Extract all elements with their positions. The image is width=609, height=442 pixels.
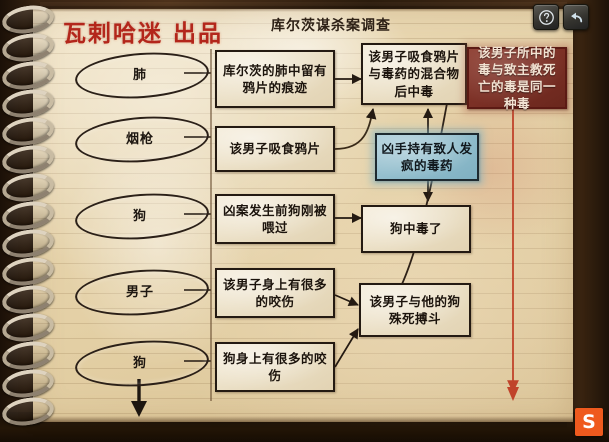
- help-button[interactable]: [533, 4, 559, 30]
- page-edge-bottom: [33, 416, 573, 422]
- evidence-oval-dog-2[interactable]: 狗: [73, 336, 211, 391]
- evidence-oval-label: 狗: [132, 209, 147, 224]
- deduction-note-man-fought-dog[interactable]: 该男子与他的狗殊死搏斗: [359, 283, 471, 337]
- clue-note-dog-was-fed[interactable]: 凶案发生前狗刚被喂过: [215, 194, 335, 244]
- binder-ring: [0, 366, 56, 401]
- conclusion-note-same-poison[interactable]: 该男子所中的毒与致主教死亡的毒是同一种毒: [467, 45, 567, 111]
- desk-shadow-right: [567, 0, 609, 442]
- binder-ring: [0, 170, 56, 205]
- page-edge-top: [33, 9, 573, 12]
- binder-ring: [0, 142, 56, 177]
- evidence-oval-label: 狗: [132, 356, 147, 371]
- clue-note-lung-opium[interactable]: 库尔茨的肺中留有鸦片的痕迹: [215, 50, 335, 108]
- clue-note-man-bite-wounds[interactable]: 该男子身上有很多的咬伤: [215, 268, 335, 318]
- back-button[interactable]: [563, 4, 589, 30]
- evidence-oval-opium-pipe[interactable]: 烟枪: [73, 112, 211, 167]
- sogou-logo-watermark: S: [575, 408, 603, 436]
- evidence-oval-dog-1[interactable]: 狗: [73, 189, 211, 244]
- evidence-oval-label: 男子: [125, 285, 154, 300]
- binder-ring: [0, 226, 56, 261]
- page-title: 库尔茨谋杀案调查: [271, 18, 391, 34]
- evidence-oval-lung[interactable]: 肺: [73, 48, 211, 103]
- evidence-oval-label: 烟枪: [125, 132, 154, 147]
- brand-watermark: 瓦剌哈迷 出品: [63, 21, 224, 47]
- binder-ring: [0, 86, 56, 121]
- question-mark-icon: [538, 9, 554, 25]
- spiral-binding: [0, 2, 56, 436]
- binder-ring: [0, 30, 56, 65]
- evidence-oval-label: 肺: [132, 68, 147, 83]
- notebook-page: 瓦剌哈迷 出品 库尔茨谋杀案调查 肺 烟枪 狗 男子 狗 库尔茨的肺中留有鸦片的…: [33, 9, 573, 422]
- clue-note-man-smokes-opium[interactable]: 该男子吸食鸦片: [215, 126, 335, 172]
- deduction-note-poison-opium-mixture[interactable]: 该男子吸食鸦片与毒药的混合物后中毒: [361, 43, 467, 105]
- binder-ring: [0, 114, 56, 149]
- binder-ring: [0, 310, 56, 345]
- deduction-note-dog-poisoned[interactable]: 狗中毒了: [361, 205, 471, 253]
- evidence-oval-man[interactable]: 男子: [73, 265, 211, 320]
- binder-ring: [0, 338, 56, 373]
- deduction-note-killer-has-madness-poison[interactable]: 凶手持有致人发疯的毒药: [375, 133, 479, 181]
- binder-ring: [0, 2, 56, 37]
- binder-ring: [0, 394, 56, 429]
- binder-ring: [0, 198, 56, 233]
- binder-ring: [0, 58, 56, 93]
- binder-ring: [0, 254, 56, 289]
- binder-ring: [0, 282, 56, 317]
- clue-note-dog-bite-wounds[interactable]: 狗身上有很多的咬伤: [215, 342, 335, 392]
- back-arrow-icon: [571, 12, 583, 23]
